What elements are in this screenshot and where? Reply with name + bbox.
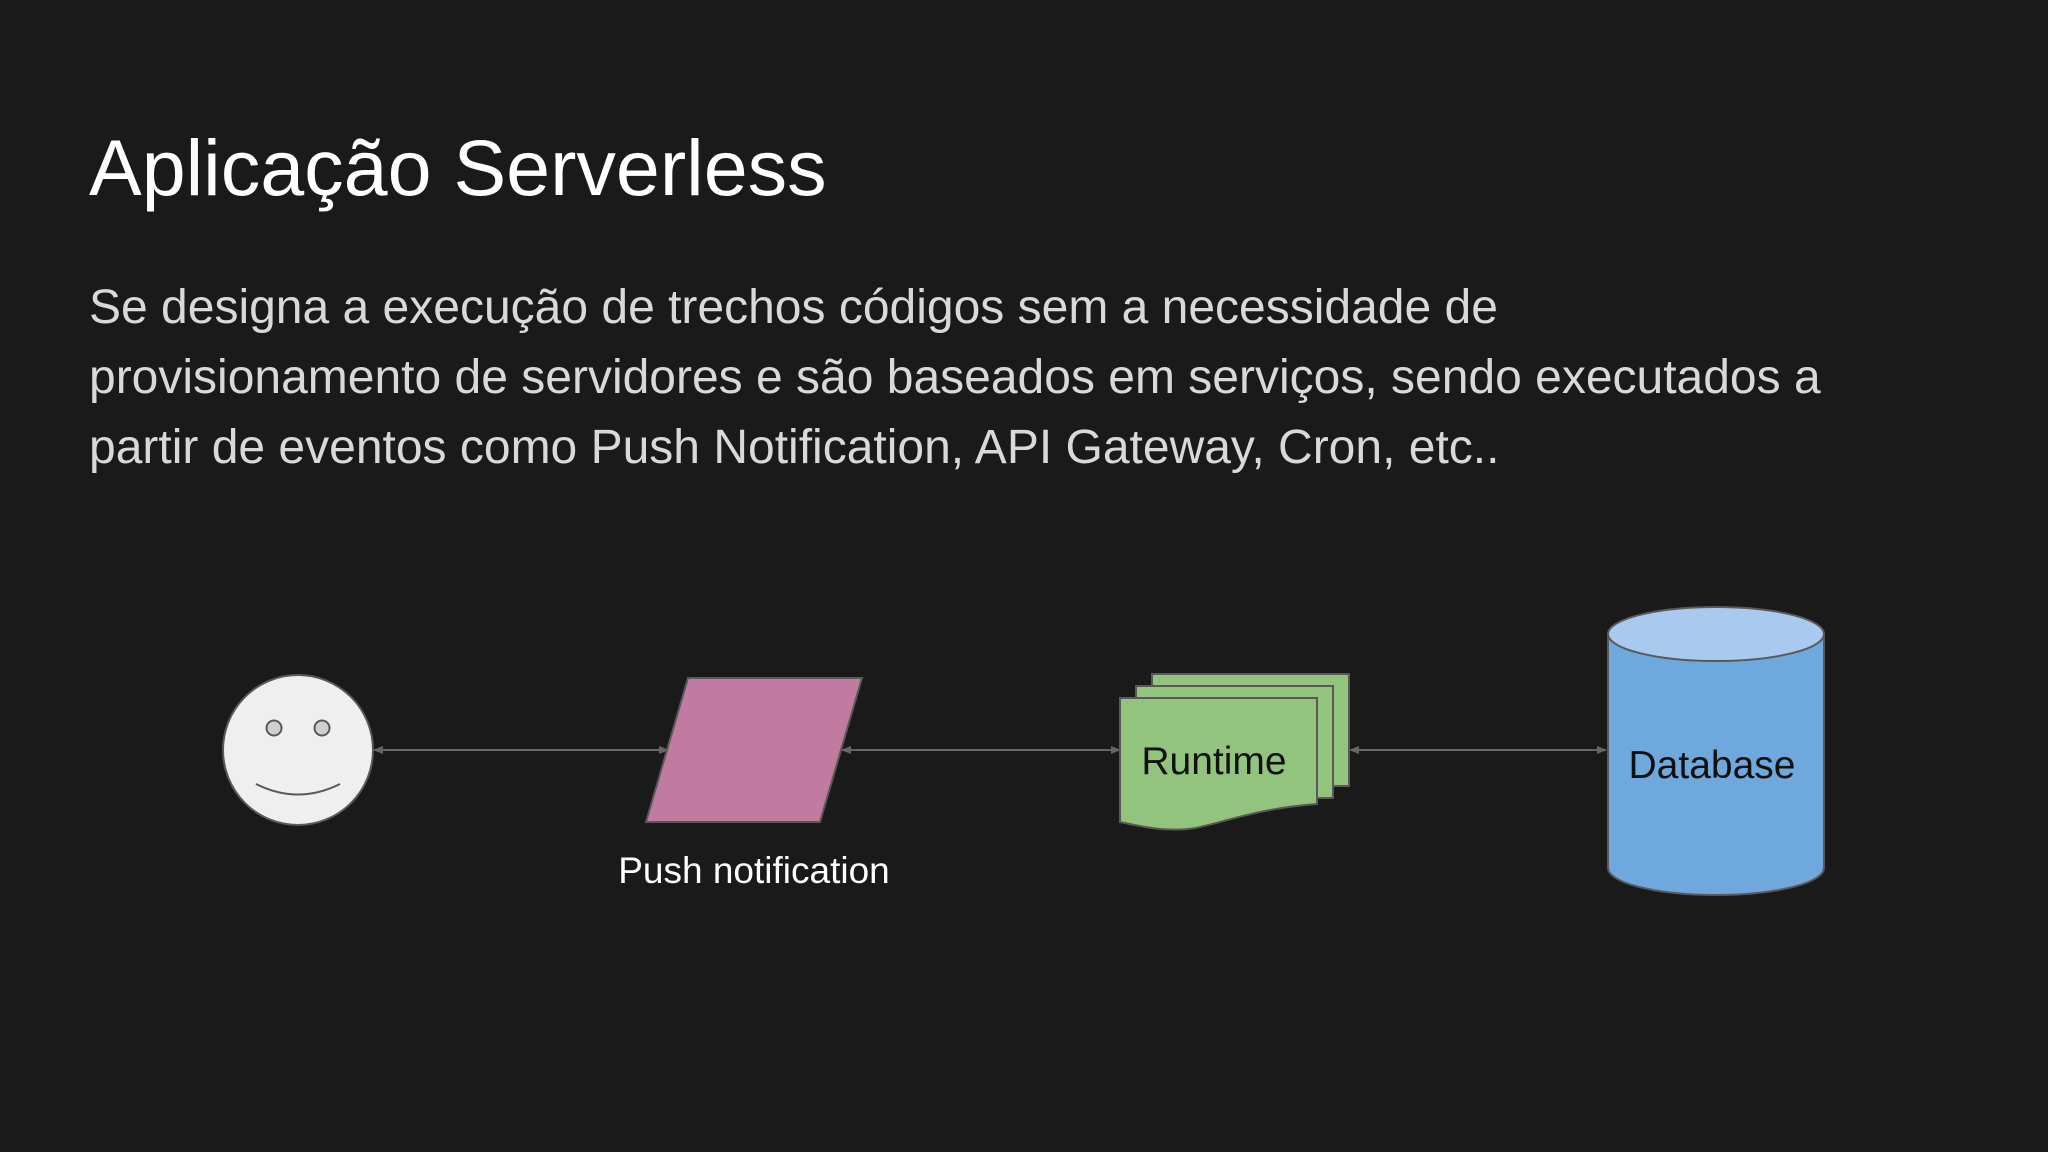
body-line-3: partir de eventos como Push Notification… — [89, 421, 1500, 474]
database-label: Database — [1629, 744, 1796, 787]
push-notification-label: Push notification — [618, 850, 890, 891]
slide-title: Aplicação Serverless — [89, 123, 827, 212]
database-cylinder-icon — [1607, 606, 1825, 896]
body-line-2: provisionamento de servidores e são base… — [89, 351, 1821, 404]
runtime-documents-icon — [1119, 673, 1350, 831]
body-line-1: Se designa a execução de trechos códigos… — [89, 281, 1498, 334]
slide-body: Se designa a execução de trechos códigos… — [89, 273, 1989, 483]
runtime-label: Runtime — [1141, 740, 1286, 783]
push-notification-shape — [644, 677, 864, 823]
smiley-face-icon — [222, 674, 374, 826]
